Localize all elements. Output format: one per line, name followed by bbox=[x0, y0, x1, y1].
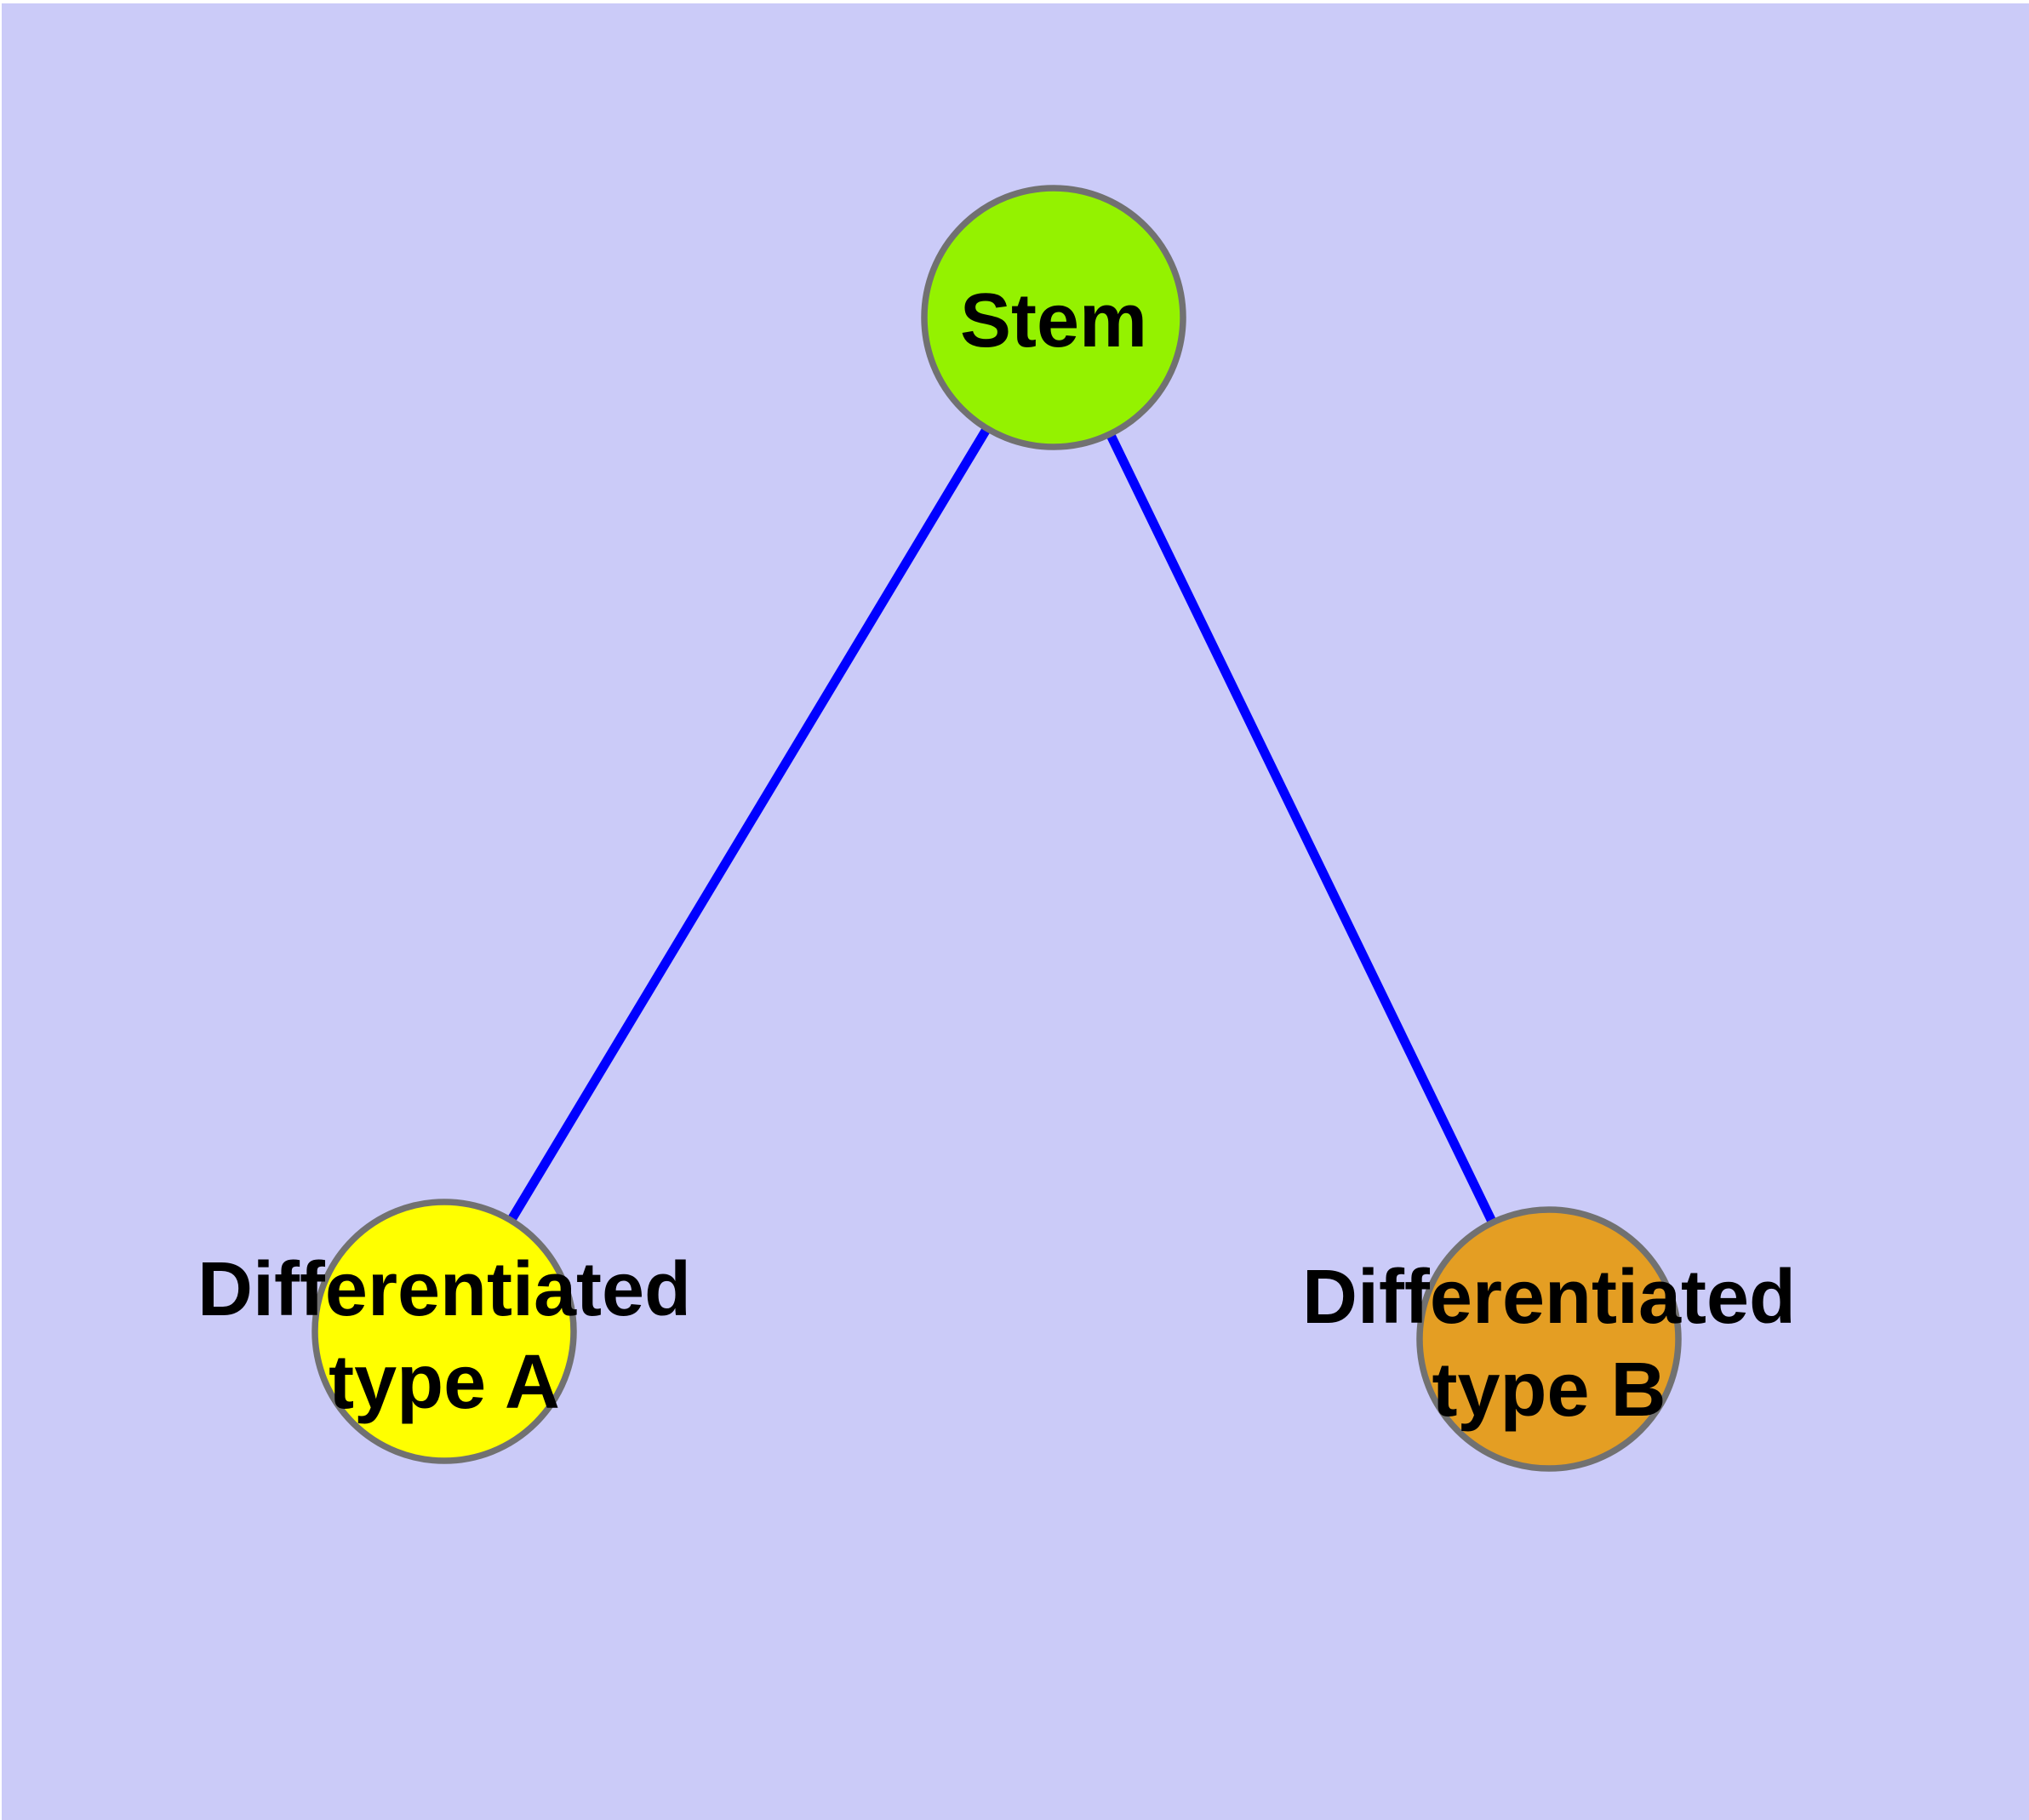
node-stem: Stem bbox=[921, 185, 1186, 450]
node-type-a-circle bbox=[311, 1199, 577, 1464]
node-type-a-label-line2: type A bbox=[329, 1340, 560, 1425]
node-type-a-label-line1: Differentiated bbox=[197, 1247, 691, 1332]
node-type-b-label-line2: type B bbox=[1432, 1348, 1666, 1433]
node-type-b: Differentiated type B bbox=[1302, 1206, 1796, 1472]
node-type-b-circle bbox=[1416, 1206, 1682, 1472]
node-type-b-label-line1: Differentiated bbox=[1302, 1255, 1796, 1340]
node-type-a: Differentiated type A bbox=[197, 1199, 691, 1464]
edge-stem-to-type-b bbox=[1049, 315, 1553, 1342]
edge-stem-to-type-a bbox=[440, 315, 1058, 1334]
node-stem-label: Stem bbox=[960, 278, 1147, 363]
node-stem-circle bbox=[921, 185, 1186, 450]
